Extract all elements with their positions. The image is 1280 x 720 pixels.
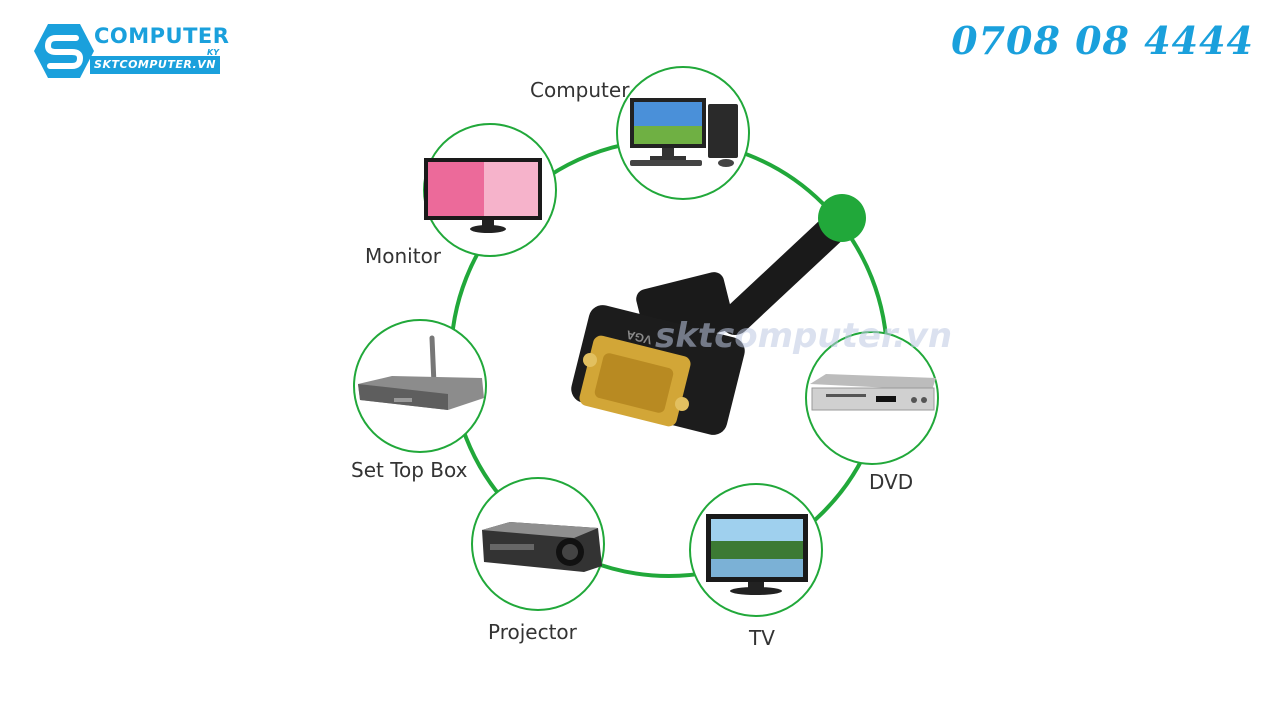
vga-connector: VGA	[571, 194, 866, 435]
label-monitor: Monitor	[365, 244, 442, 268]
label-tv: TV	[749, 626, 775, 650]
cable-end-dot	[818, 194, 866, 242]
brand-s-hexagon-icon	[34, 24, 94, 78]
label-projector: Projector	[488, 620, 577, 644]
label-computer: Computer	[530, 78, 630, 102]
node-tv	[689, 483, 823, 617]
phone-number[interactable]: 0708 08 4444	[951, 18, 1254, 63]
node-projector	[471, 477, 605, 611]
label-set-top-box: Set Top Box	[351, 458, 468, 482]
desktop-computer-icon	[630, 98, 738, 167]
monitor-icon	[424, 158, 542, 233]
watermark: sktcomputer.vn	[655, 316, 953, 356]
node-dvd	[805, 331, 939, 465]
tv-icon	[706, 514, 808, 595]
node-monitor	[423, 123, 557, 257]
label-dvd: DVD	[869, 470, 914, 494]
set-top-box-icon	[358, 335, 484, 410]
dvd-player-icon	[810, 374, 936, 411]
brand-suffix: KY	[207, 48, 219, 57]
brand-domain: SKTCOMPUTER.VN	[90, 56, 220, 74]
connector-label: VGA	[624, 327, 653, 347]
node-set-top-box	[353, 319, 487, 453]
brand-name: COMPUTER	[94, 24, 230, 48]
projector-icon	[482, 522, 602, 572]
node-computer	[616, 66, 750, 200]
brand-logo: COMPUTER KY SKTCOMPUTER.VN	[32, 22, 232, 80]
